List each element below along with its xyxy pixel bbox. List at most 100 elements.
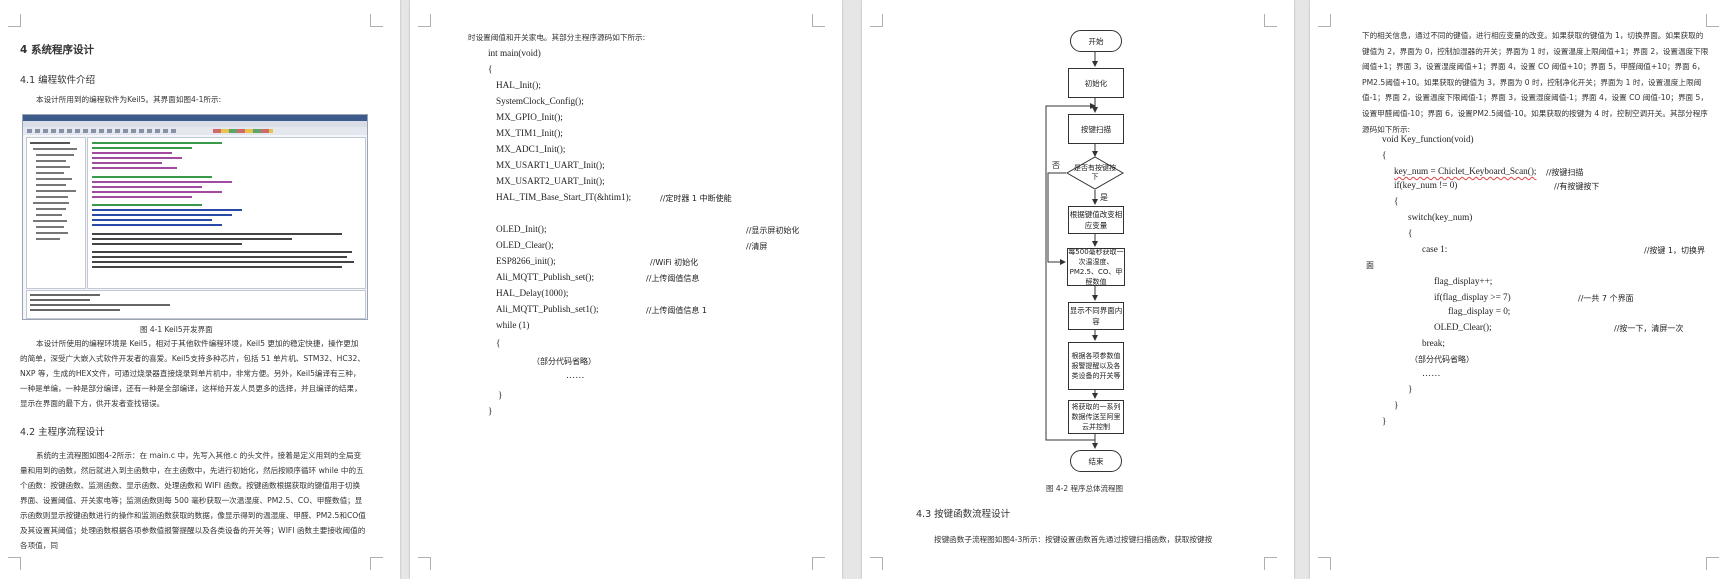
code-editor-panel — [87, 137, 366, 289]
flow-end: 结束 — [1070, 450, 1122, 472]
keil5-screenshot-figure — [22, 114, 368, 320]
code-line: } — [1394, 400, 1399, 410]
code-line: while (1) — [496, 320, 530, 330]
code-line: OLED_Init(); — [496, 224, 547, 234]
code-line: flag_display = 0; — [1448, 306, 1511, 316]
code-line: MX_GPIO_Init(); — [496, 112, 563, 122]
corner-mark — [8, 14, 21, 27]
code-line: MX_USART2_UART_Init(); — [496, 176, 605, 186]
flow-display: 显示不同界面内容 — [1068, 302, 1124, 330]
flow-decision: 是否有按键按下 — [1074, 164, 1116, 181]
corner-mark — [870, 557, 883, 570]
code-line: flag_display++; — [1434, 276, 1493, 286]
code-line: HAL_TIM_Base_Start_IT(&htim1); — [496, 192, 632, 202]
code-comment: //上传阈值信息 1 — [646, 306, 708, 315]
flow-decision-shape — [1066, 156, 1124, 190]
code-line: switch(key_num) — [1408, 212, 1473, 222]
code-comment: //按键 1，切换界 — [1644, 246, 1706, 255]
corner-mark — [1318, 557, 1331, 570]
project-tree-panel — [26, 137, 86, 289]
document-page-2: 时设置阈值和开关家电。其部分主程序源码如下所示: int main(void) … — [410, 0, 842, 579]
code-comment: //清屏 — [746, 242, 768, 251]
code-comment: //定时器 1 中断使能 — [660, 194, 732, 203]
build-output-panel — [26, 290, 366, 319]
flow-label-no: 否 — [1052, 161, 1060, 170]
code-line: { — [496, 338, 501, 348]
code-line: …… — [1422, 368, 1441, 378]
body-paragraph: 按键函数子流程图如图4-3所示：按键设置函数首先通过按键扫描函数，获取按键按 — [934, 535, 1213, 544]
document-page-4: 下的相关信息，通过不同的键值，进行相应变量的改变。如果获取的键值为 1，切换界面… — [1310, 0, 1732, 579]
code-line: } — [1408, 384, 1413, 394]
code-comment: //有按键按下 — [1554, 182, 1600, 191]
corner-mark — [418, 557, 431, 570]
corner-mark — [1706, 14, 1719, 27]
flow-init: 初始化 — [1068, 68, 1124, 98]
code-line: { — [1394, 196, 1399, 206]
corner-mark — [418, 14, 431, 27]
code-line: break; — [1422, 338, 1445, 348]
flow-alarm-control: 根据各项参数值报警提醒以及各类设备的开关等 — [1068, 342, 1124, 390]
corner-mark — [1706, 557, 1719, 570]
code-line: { — [1382, 150, 1387, 160]
code-comment: （部分代码省略） — [1410, 355, 1474, 364]
code-line: { — [1408, 228, 1413, 238]
chapter-heading: 4 系统程序设计 — [20, 44, 94, 56]
code-comment: 面 — [1366, 261, 1374, 270]
code-line: MX_USART1_UART_Init(); — [496, 160, 605, 170]
code-comment: //按一下，清屏一次 — [1614, 324, 1684, 333]
code-comment: //上传阈值信息 — [646, 274, 700, 283]
toolbar — [23, 127, 367, 135]
section-heading-4-2: 4.2 主程序流程设计 — [20, 427, 105, 438]
code-line: SystemClock_Config(); — [496, 96, 584, 106]
corner-mark — [1264, 557, 1277, 570]
corner-mark — [1264, 14, 1277, 27]
code-line: Ali_MQTT_Publish_set1(); — [496, 304, 599, 314]
document-page-1: 4 系统程序设计 4.1 编程软件介绍 本设计所用到的编程软件为Keil5。其界… — [0, 0, 400, 579]
figure-caption: 图 4-1 Keil5开发界面 — [140, 325, 213, 334]
body-paragraph: 本设计所使用的编程环境是 Keil5，相对于其他软件编程环境，Keil5 更加的… — [20, 339, 365, 408]
code-comment: //显示屏初始化 — [746, 226, 800, 235]
code-line: int main(void) — [488, 48, 541, 58]
flow-label-yes: 是 — [1100, 193, 1108, 202]
code-line: case 1: — [1422, 244, 1448, 254]
code-line: MX_TIM1_Init(); — [496, 128, 563, 138]
flow-wifi-upload: 将获取的一系列数据传送至阿里云并控制 — [1068, 400, 1124, 434]
flow-key-scan: 按键扫描 — [1068, 114, 1124, 144]
corner-mark — [370, 14, 383, 27]
intro-paragraph: 本设计所用到的编程软件为Keil5。其界面如图4-1所示: — [36, 95, 222, 104]
code-line: if(key_num != 0) — [1394, 180, 1458, 190]
code-line: HAL_Init(); — [496, 80, 541, 90]
code-line: if(flag_display >= 7) — [1434, 292, 1511, 302]
code-line: ESP8266_init(); — [496, 256, 556, 266]
flowchart-connectors — [1045, 52, 1098, 449]
code-comment: //按键扫描 — [1546, 168, 1584, 177]
code-line: OLED_Clear(); — [1434, 322, 1492, 332]
title-bar — [23, 115, 367, 121]
corner-mark — [1318, 14, 1331, 27]
code-line: void Key_function(void) — [1382, 134, 1474, 144]
corner-mark — [870, 14, 883, 27]
code-line: } — [1382, 416, 1387, 426]
code-line: …… — [566, 370, 585, 380]
code-line: MX_ADC1_Init(); — [496, 144, 566, 154]
flow-monitor: 每500毫秒获取一次温湿度、PM2.5、CO、甲醛数值 — [1067, 248, 1125, 286]
code-line: } — [498, 390, 503, 400]
code-comment: //一共 7 个界面 — [1578, 294, 1634, 303]
document-page-3: 开始 初始化 按键扫描 是否有按键按下 否 是 根据键值改变相应变量 每500毫… — [862, 0, 1294, 579]
corner-mark — [812, 557, 825, 570]
code-line: key_num = Chiclet_Keyboard_Scan(); — [1394, 166, 1537, 176]
menu-bar — [23, 121, 367, 127]
body-paragraph: 下的相关信息，通过不同的键值，进行相应变量的改变。如果获取的键值为 1，切换界面… — [1362, 31, 1709, 134]
code-line: HAL_Delay(1000); — [496, 288, 569, 298]
section-heading-4-3: 4.3 按键函数流程设计 — [916, 509, 1011, 520]
flow-change-variables: 根据键值改变相应变量 — [1068, 206, 1124, 234]
code-line: Ali_MQTT_Publish_set(); — [496, 272, 594, 282]
body-paragraph-2: 系统的主流程图如图4-2所示：在 main.c 中，先写入其他.c 的头文件，接… — [20, 451, 366, 550]
code-line: { — [488, 64, 493, 74]
code-comment: （部分代码省略） — [532, 357, 596, 366]
figure-caption: 图 4-2 程序总体流程图 — [1046, 484, 1124, 493]
corner-mark — [8, 557, 21, 570]
code-line: OLED_Clear(); — [496, 240, 554, 250]
flow-start: 开始 — [1070, 30, 1122, 52]
intro-paragraph: 时设置阈值和开关家电。其部分主程序源码如下所示: — [468, 33, 646, 42]
